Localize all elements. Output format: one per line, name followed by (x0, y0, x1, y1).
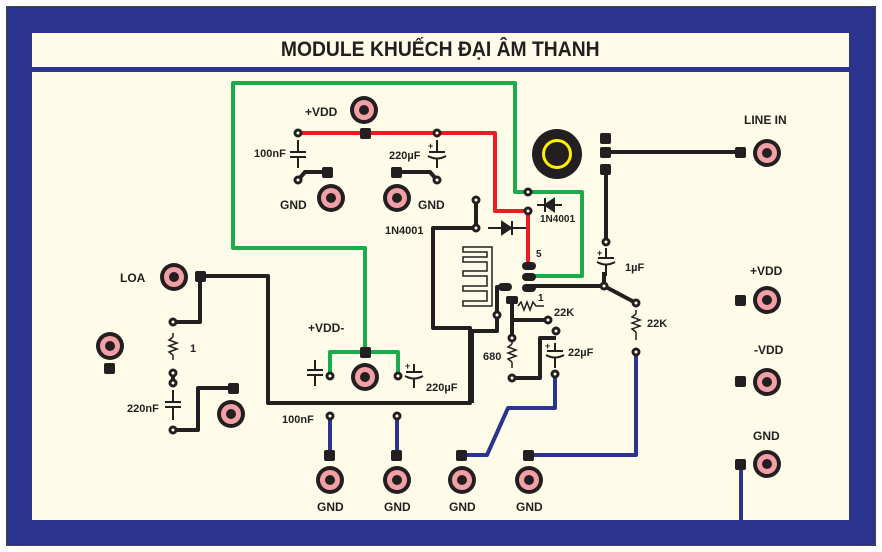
diode-1n4001-left (488, 220, 526, 236)
svg-text:+: + (597, 248, 602, 258)
jack-gnd-right[interactable] (753, 450, 781, 478)
jack-gnd-bottom-4[interactable] (515, 466, 543, 494)
label-vdd-pm: +VDD- (308, 321, 344, 335)
ic-pins (498, 262, 536, 304)
capacitor-100nf-mid (307, 360, 323, 386)
resistor-680 (505, 340, 519, 368)
jack-line-in[interactable] (753, 139, 781, 167)
label-cap-22uf: 22µF (568, 347, 594, 359)
capacitor-100nf-top (290, 140, 306, 168)
jack-left-unlabeled[interactable] (96, 332, 124, 360)
resistor-22k-b (629, 310, 643, 340)
jack-gnd-top-right[interactable] (383, 184, 411, 212)
resistor-1-ohm-loa (166, 333, 180, 360)
svg-text:+: + (428, 141, 433, 151)
blue-trace (328, 352, 743, 522)
polarity-plus-signs: + + + + (405, 141, 602, 371)
jack-gnd-top-left[interactable] (317, 184, 345, 212)
label-cap-220uf-top: 220µF (389, 150, 421, 162)
label-gnd-bottom-3: GND (449, 500, 476, 514)
label-resistor-680: 680 (483, 351, 501, 363)
volume-knob[interactable] (532, 129, 582, 179)
svg-text:+: + (545, 341, 550, 351)
label-gnd-right: GND (753, 429, 780, 443)
capacitor-1uf (596, 248, 616, 276)
label-gnd-bottom-1: GND (317, 500, 344, 514)
title-bar: MODULE KHUẾCH ĐẠI ÂM THANH (32, 33, 849, 67)
label-diode-1n4001-left: 1N4001 (385, 225, 424, 237)
label-loa: LOA (120, 271, 146, 285)
diode-1n4001-right (537, 197, 562, 213)
label-vdd-top: +VDD (305, 105, 338, 119)
label-cap-100nf-bottom: 100nF (282, 414, 314, 426)
capacitor-220uf-top (427, 140, 447, 168)
jack-vdd-plus-right[interactable] (753, 286, 781, 314)
jack-vdd-top[interactable] (350, 96, 378, 124)
label-vdd-minus-right: -VDD (754, 343, 784, 357)
label-pin-5: 5 (536, 249, 542, 260)
label-cap-220uf-mid: 220µF (426, 382, 458, 394)
solder-pads (168, 128, 641, 435)
jack-loa[interactable] (160, 263, 188, 291)
svg-text:+: + (405, 361, 410, 371)
label-gnd-top-right: GND (418, 198, 445, 212)
circuit-board (32, 72, 849, 520)
module-title: MODULE KHUẾCH ĐẠI ÂM THANH (281, 38, 600, 61)
label-gnd-bottom-4: GND (516, 500, 543, 514)
jack-gnd-bottom-2[interactable] (383, 466, 411, 494)
capacitor-220nf (165, 390, 181, 420)
jack-vdd-pm[interactable] (351, 363, 379, 391)
label-cap-220nf: 220nF (127, 403, 159, 415)
jack-220nf-output[interactable] (217, 400, 245, 428)
label-cap-1uf: 1µF (625, 262, 644, 274)
red-trace (298, 131, 530, 262)
amplifier-ic-heatsink (462, 246, 493, 307)
label-gnd-bottom-2: GND (384, 500, 411, 514)
label-diode-1n4001-right: 1N4001 (540, 214, 575, 225)
label-cap-100nf-top: 100nF (254, 148, 286, 160)
capacitor-220uf-mid (404, 364, 424, 388)
label-pin-1: 1 (538, 293, 544, 304)
jack-vdd-minus-right[interactable] (753, 368, 781, 396)
label-gnd-top-left: GND (280, 198, 307, 212)
jack-gnd-bottom-3[interactable] (448, 466, 476, 494)
label-resistor-22k-a: 22K (554, 307, 574, 319)
label-resistor-1-ohm: 1 (190, 343, 196, 355)
label-vdd-plus-right: +VDD (750, 264, 783, 278)
resistor-1-ohm-ic (517, 299, 544, 313)
label-line-in: LINE IN (744, 113, 787, 127)
square-pads (104, 128, 746, 470)
capacitor-22uf (545, 343, 565, 368)
jack-gnd-bottom-1[interactable] (316, 466, 344, 494)
label-resistor-22k-b: 22K (647, 318, 667, 330)
